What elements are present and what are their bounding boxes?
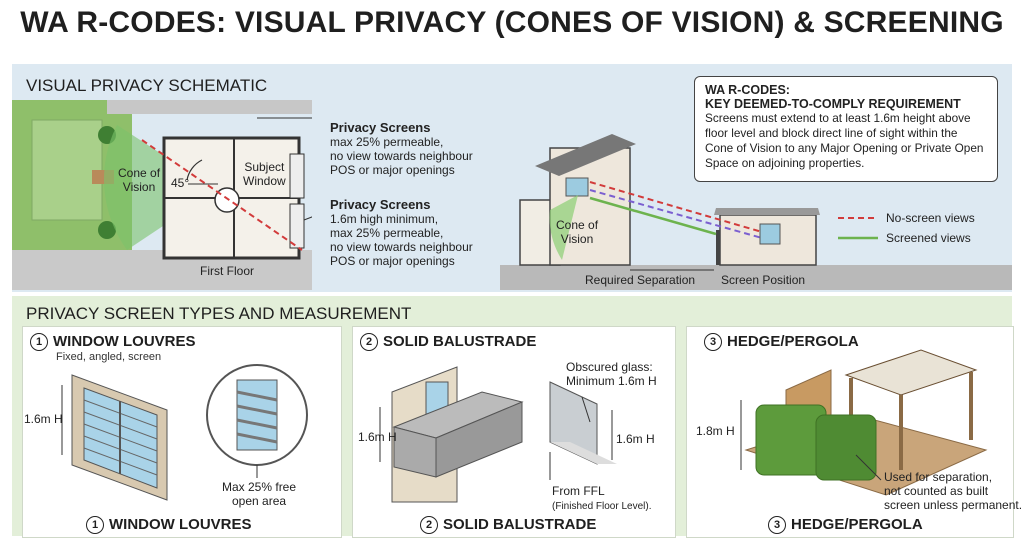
glass-height: 1.6m H — [616, 432, 655, 446]
glass-note: Obscured glass:Minimum 1.6m H — [566, 360, 657, 388]
callout-title-2: KEY DEEMED-TO-COMPLY REQUIREMENT — [705, 97, 961, 111]
tree-icon — [98, 221, 116, 239]
floor-plan-diagram — [12, 100, 312, 290]
privacy-screen-2 — [289, 203, 305, 249]
cone-of-vision — [103, 125, 217, 250]
required-separation-label: Required Separation — [585, 273, 696, 287]
schematic-title: VISUAL PRIVACY SCHEMATIC — [26, 76, 268, 95]
hedge-right — [815, 414, 877, 481]
hedge-note: Used for separation,not counted as built… — [884, 470, 1023, 512]
requirement-callout: WA R-CODES: KEY DEEMED-TO-COMPLY REQUIRE… — [694, 76, 998, 182]
pergola-top — [844, 349, 978, 396]
window-icon — [565, 177, 589, 197]
hedge-illustration — [740, 349, 988, 496]
section-cone — [549, 195, 578, 260]
page-title: WA R-CODES: VISUAL PRIVACY (CONES OF VIS… — [20, 6, 1004, 39]
privacy-screen-note-2: Privacy Screens 1.6m high minimum, max 2… — [330, 197, 473, 268]
louvres-illustration — [61, 364, 308, 501]
sight-line — [141, 139, 303, 251]
louvres-subtitle: Fixed, angled, screen — [56, 351, 162, 363]
angle-arc — [186, 159, 203, 181]
path-top — [107, 100, 312, 114]
hedge-height: 1.8m H — [696, 424, 735, 438]
ground — [500, 265, 1012, 290]
roof — [535, 134, 636, 176]
balustrade-illustration — [379, 366, 617, 503]
lawn — [31, 119, 103, 221]
screen-post — [716, 230, 720, 265]
privacy-screen-note-1: Privacy Screens max 25% permeable, no vi… — [330, 120, 473, 177]
callout-title-1: WA R-CODES: — [705, 83, 790, 97]
types-title: PRIVACY SCREEN TYPES AND MEASUREMENT — [26, 304, 412, 323]
angle-label: 45° — [171, 176, 190, 190]
first-floor-label: First Floor — [200, 264, 254, 278]
window-icon — [759, 223, 781, 245]
privacy-screen-1 — [289, 153, 305, 199]
legend-screened: Screened views — [886, 231, 971, 245]
legend-no-screen: No-screen views — [886, 211, 975, 225]
screen-position-label: Screen Position — [721, 273, 806, 287]
section-diagram — [500, 134, 1012, 290]
balustrade-height: 1.6m H — [358, 430, 397, 444]
callout-body: Screens must extend to at least 1.6m hei… — [705, 111, 984, 170]
louvres-height: 1.6m H — [24, 412, 63, 426]
ffl-note: From FFL(Finished Floor Level). — [552, 484, 652, 512]
